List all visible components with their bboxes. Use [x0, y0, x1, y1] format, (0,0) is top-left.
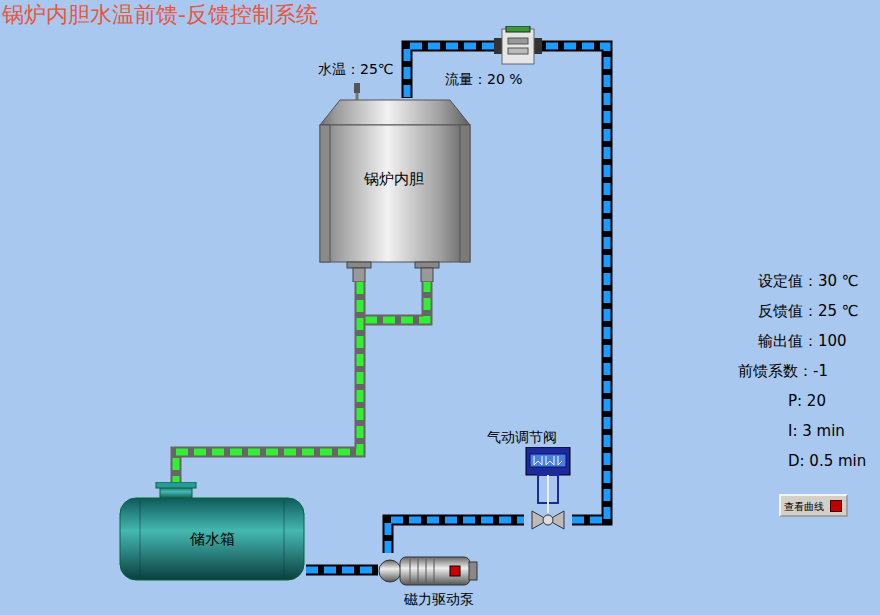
magnetic-pump: 磁力驱动泵 [378, 553, 480, 589]
pipe-wall [388, 520, 524, 553]
flow-meter: 流量：20 % [494, 26, 542, 66]
parameter-value: I: 3 min [788, 422, 845, 440]
storage-tank: 储水箱 [116, 482, 308, 582]
node-label: 查看曲线 [784, 501, 824, 513]
temperature-reading: 水温：25℃ [318, 61, 394, 78]
supply-pipe [388, 520, 524, 553]
parameter-value: 反馈值：25 ℃ [758, 302, 859, 320]
supply-pipe [306, 570, 378, 571]
diagram-title: 锅炉内胆水温前馈-反馈控制系统 [2, 2, 318, 28]
pipe-wall [306, 565, 378, 576]
pneumatic-valve-drawing [524, 447, 572, 533]
parameter-value: D: 0.5 min [788, 452, 866, 470]
node-label: 磁力驱动泵 [404, 591, 474, 608]
parameter-value: 设定值：30 ℃ [758, 272, 859, 290]
flow-meter-drawing [494, 26, 542, 66]
button-indicator [830, 500, 842, 512]
node-label: 流量：20 % [445, 71, 523, 88]
pipe-flow [388, 520, 524, 553]
magnetic-pump-drawing [378, 553, 480, 589]
return-pipe-flow [360, 280, 427, 320]
pipe-wall [176, 282, 360, 482]
node-label: 锅炉内胆 [316, 170, 472, 188]
return-pipe-base [360, 280, 427, 320]
pneumatic-valve: 气动调节阀 [524, 447, 572, 533]
boiler-tank-drawing [316, 98, 472, 282]
thermometer-head [354, 83, 360, 93]
node-label: 气动调节阀 [487, 429, 557, 446]
curve-button: 查看曲线 [779, 494, 848, 517]
node-label: 储水箱 [116, 530, 308, 548]
boiler-tank: 锅炉内胆 [316, 98, 472, 282]
pipe-flow [306, 567, 378, 574]
parameter-value: 输出值：100 [758, 332, 847, 350]
return-pipe [176, 282, 360, 482]
parameter-value: 前馈系数：-1 [738, 362, 828, 380]
parameter-value: P: 20 [788, 392, 826, 410]
pipe-flow [176, 282, 360, 482]
